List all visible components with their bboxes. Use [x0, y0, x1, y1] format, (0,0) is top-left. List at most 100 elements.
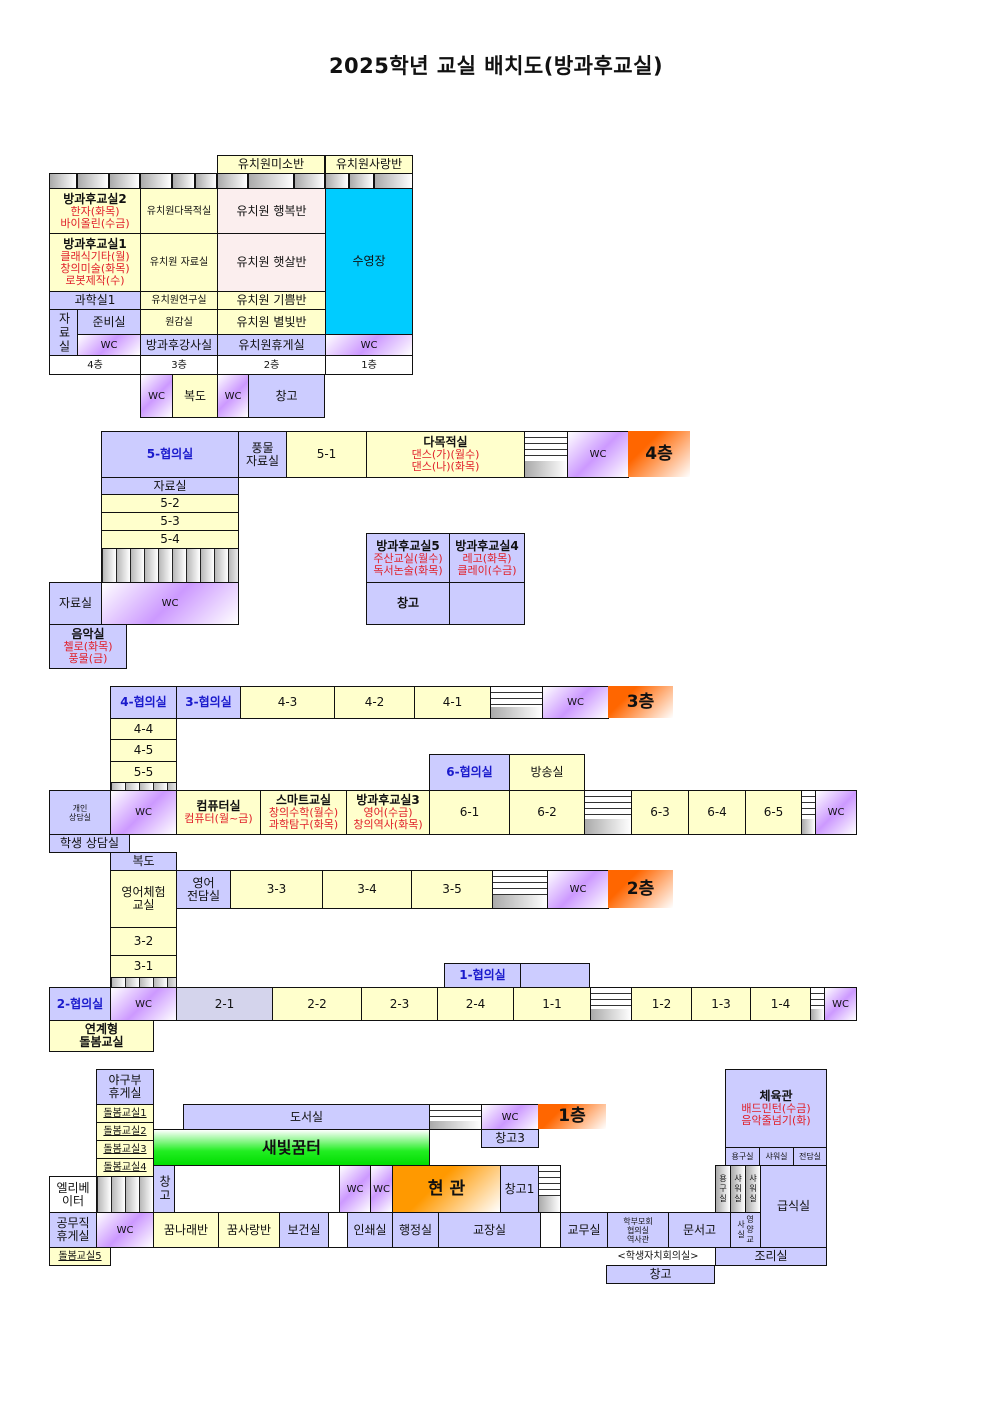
- room-label: 영양교사실: [736, 1215, 755, 1245]
- room-label: 샤워실: [748, 1174, 758, 1204]
- room-kkumsarang: 꿈사랑반: [218, 1212, 280, 1248]
- room-label: 2-2: [307, 996, 327, 1011]
- room-nutrition: 영양교사실: [730, 1212, 761, 1248]
- room-shower: 샤워실: [730, 1165, 746, 1213]
- room-title: 음악실: [71, 627, 105, 641]
- room-c13: 1-3: [691, 987, 751, 1021]
- room-c62: 6-2: [509, 790, 585, 835]
- room-program: 한자(화목) 바이올린(수금): [60, 204, 130, 230]
- room-c45: 4-5: [110, 739, 177, 762]
- stairs: [49, 173, 77, 189]
- room-eng-exp: 영어체험 교실: [110, 870, 177, 928]
- room-label: 학생 상담실: [59, 836, 119, 850]
- room-label: WC: [501, 1111, 519, 1123]
- room-label: 5-협의실: [146, 447, 194, 461]
- room-wc: WC: [547, 870, 609, 909]
- room-label: 4-2: [364, 695, 385, 709]
- room-program: 창의수학(월수) 과학탐구(화목): [268, 806, 339, 831]
- room-label: WC: [100, 339, 118, 351]
- room-leg4: 4층: [49, 355, 141, 375]
- room-label: 4-1: [442, 695, 463, 709]
- room-label: 1-2: [651, 996, 672, 1011]
- room-label: WC: [567, 697, 584, 708]
- room-admin: 행정실: [392, 1212, 439, 1248]
- room-jaryo-v: 자료실: [49, 309, 78, 356]
- room-care5: 돌봄교실5: [49, 1247, 111, 1266]
- room-c52: 5-2: [101, 494, 239, 513]
- room-label: 자료실: [57, 311, 71, 354]
- room-label: 방과후강사실: [145, 337, 213, 352]
- room-label: WC: [346, 1183, 364, 1195]
- room-label: 3-2: [133, 934, 154, 948]
- stairs: [140, 173, 172, 189]
- room-storage: 창고: [606, 1265, 715, 1284]
- room-label: 4층: [645, 443, 673, 464]
- stairs: [801, 790, 816, 835]
- room-label: WC: [135, 807, 152, 818]
- room-label: 조리실: [754, 1249, 788, 1263]
- room-c32: 3-2: [110, 927, 177, 956]
- stairs: [248, 173, 294, 189]
- room-label: WC: [161, 598, 179, 609]
- room-care4: 돌봄교실4: [96, 1158, 154, 1177]
- room-label: 개인 상담실: [68, 803, 92, 822]
- room-label: 6-4: [707, 805, 727, 819]
- stairs: [217, 173, 248, 189]
- room-print: 인쇄실: [347, 1212, 393, 1248]
- room-teachers: 교무실: [560, 1212, 608, 1248]
- room-storage: 창고: [153, 1165, 175, 1213]
- room-equip: 용구실: [715, 1165, 731, 1213]
- room-pool: 수영장: [325, 188, 413, 335]
- room-pungmul: 풍물 자료실: [238, 431, 287, 478]
- room-m2: 2-협의실: [49, 987, 111, 1021]
- empty-room: [520, 963, 590, 988]
- room-label: 유치원 자료실: [149, 257, 209, 268]
- room-label: 돌봄교실4: [103, 1162, 147, 1173]
- room-label: 유치원미소반: [237, 157, 305, 171]
- room-label: 6-1: [459, 805, 480, 819]
- room-label: 꿈나래반: [163, 1222, 209, 1237]
- room-label: 원감실: [165, 316, 193, 328]
- room-c43: 4-3: [240, 686, 335, 719]
- room-label: 1-1: [542, 996, 562, 1011]
- room-c35: 3-5: [411, 870, 493, 909]
- room-label: 4-협의실: [120, 695, 167, 709]
- room-label: 돌봄교실2: [103, 1126, 147, 1137]
- stairs: [101, 548, 239, 583]
- room-label: 6-3: [650, 805, 670, 819]
- room-wc: WC: [77, 334, 141, 356]
- room-label: WC: [589, 449, 607, 460]
- room-label: 샤워실: [733, 1174, 743, 1204]
- room-saebit: 새빛꿈터: [153, 1129, 430, 1166]
- room-jaryo: 자료실: [101, 477, 239, 495]
- room-label: 인쇄실: [353, 1222, 387, 1237]
- room-entrance: 현 관: [392, 1165, 501, 1213]
- room-wc: WC: [101, 582, 239, 625]
- room-principal: 교장실: [438, 1212, 541, 1248]
- room-k-gippeum: 유치원 기쁨반: [217, 291, 326, 310]
- room-label: 5-1: [316, 447, 337, 461]
- room-care1: 돌봄교실1: [96, 1104, 154, 1123]
- stairs: [109, 173, 140, 189]
- room-c53: 5-3: [101, 512, 239, 531]
- room-wc: WC: [325, 334, 413, 356]
- stairs: [195, 173, 217, 189]
- stairs: [374, 173, 413, 189]
- room-ac-teacher: 방과후강사실: [140, 334, 218, 356]
- room-program: 컴퓨터(월~금): [184, 812, 253, 825]
- room-label: WC: [360, 339, 378, 351]
- room-library: 도서실: [183, 1104, 430, 1130]
- room-label: 6-2: [537, 805, 557, 819]
- room-title: 스마트교실: [275, 793, 332, 807]
- room-label: 용구실: [718, 1174, 728, 1204]
- room-k-haetsal: 유치원 햇살반: [217, 233, 326, 292]
- room-k-res: 유치원 자료실: [140, 233, 218, 292]
- room-elevator: 엘리베 이터: [49, 1176, 97, 1213]
